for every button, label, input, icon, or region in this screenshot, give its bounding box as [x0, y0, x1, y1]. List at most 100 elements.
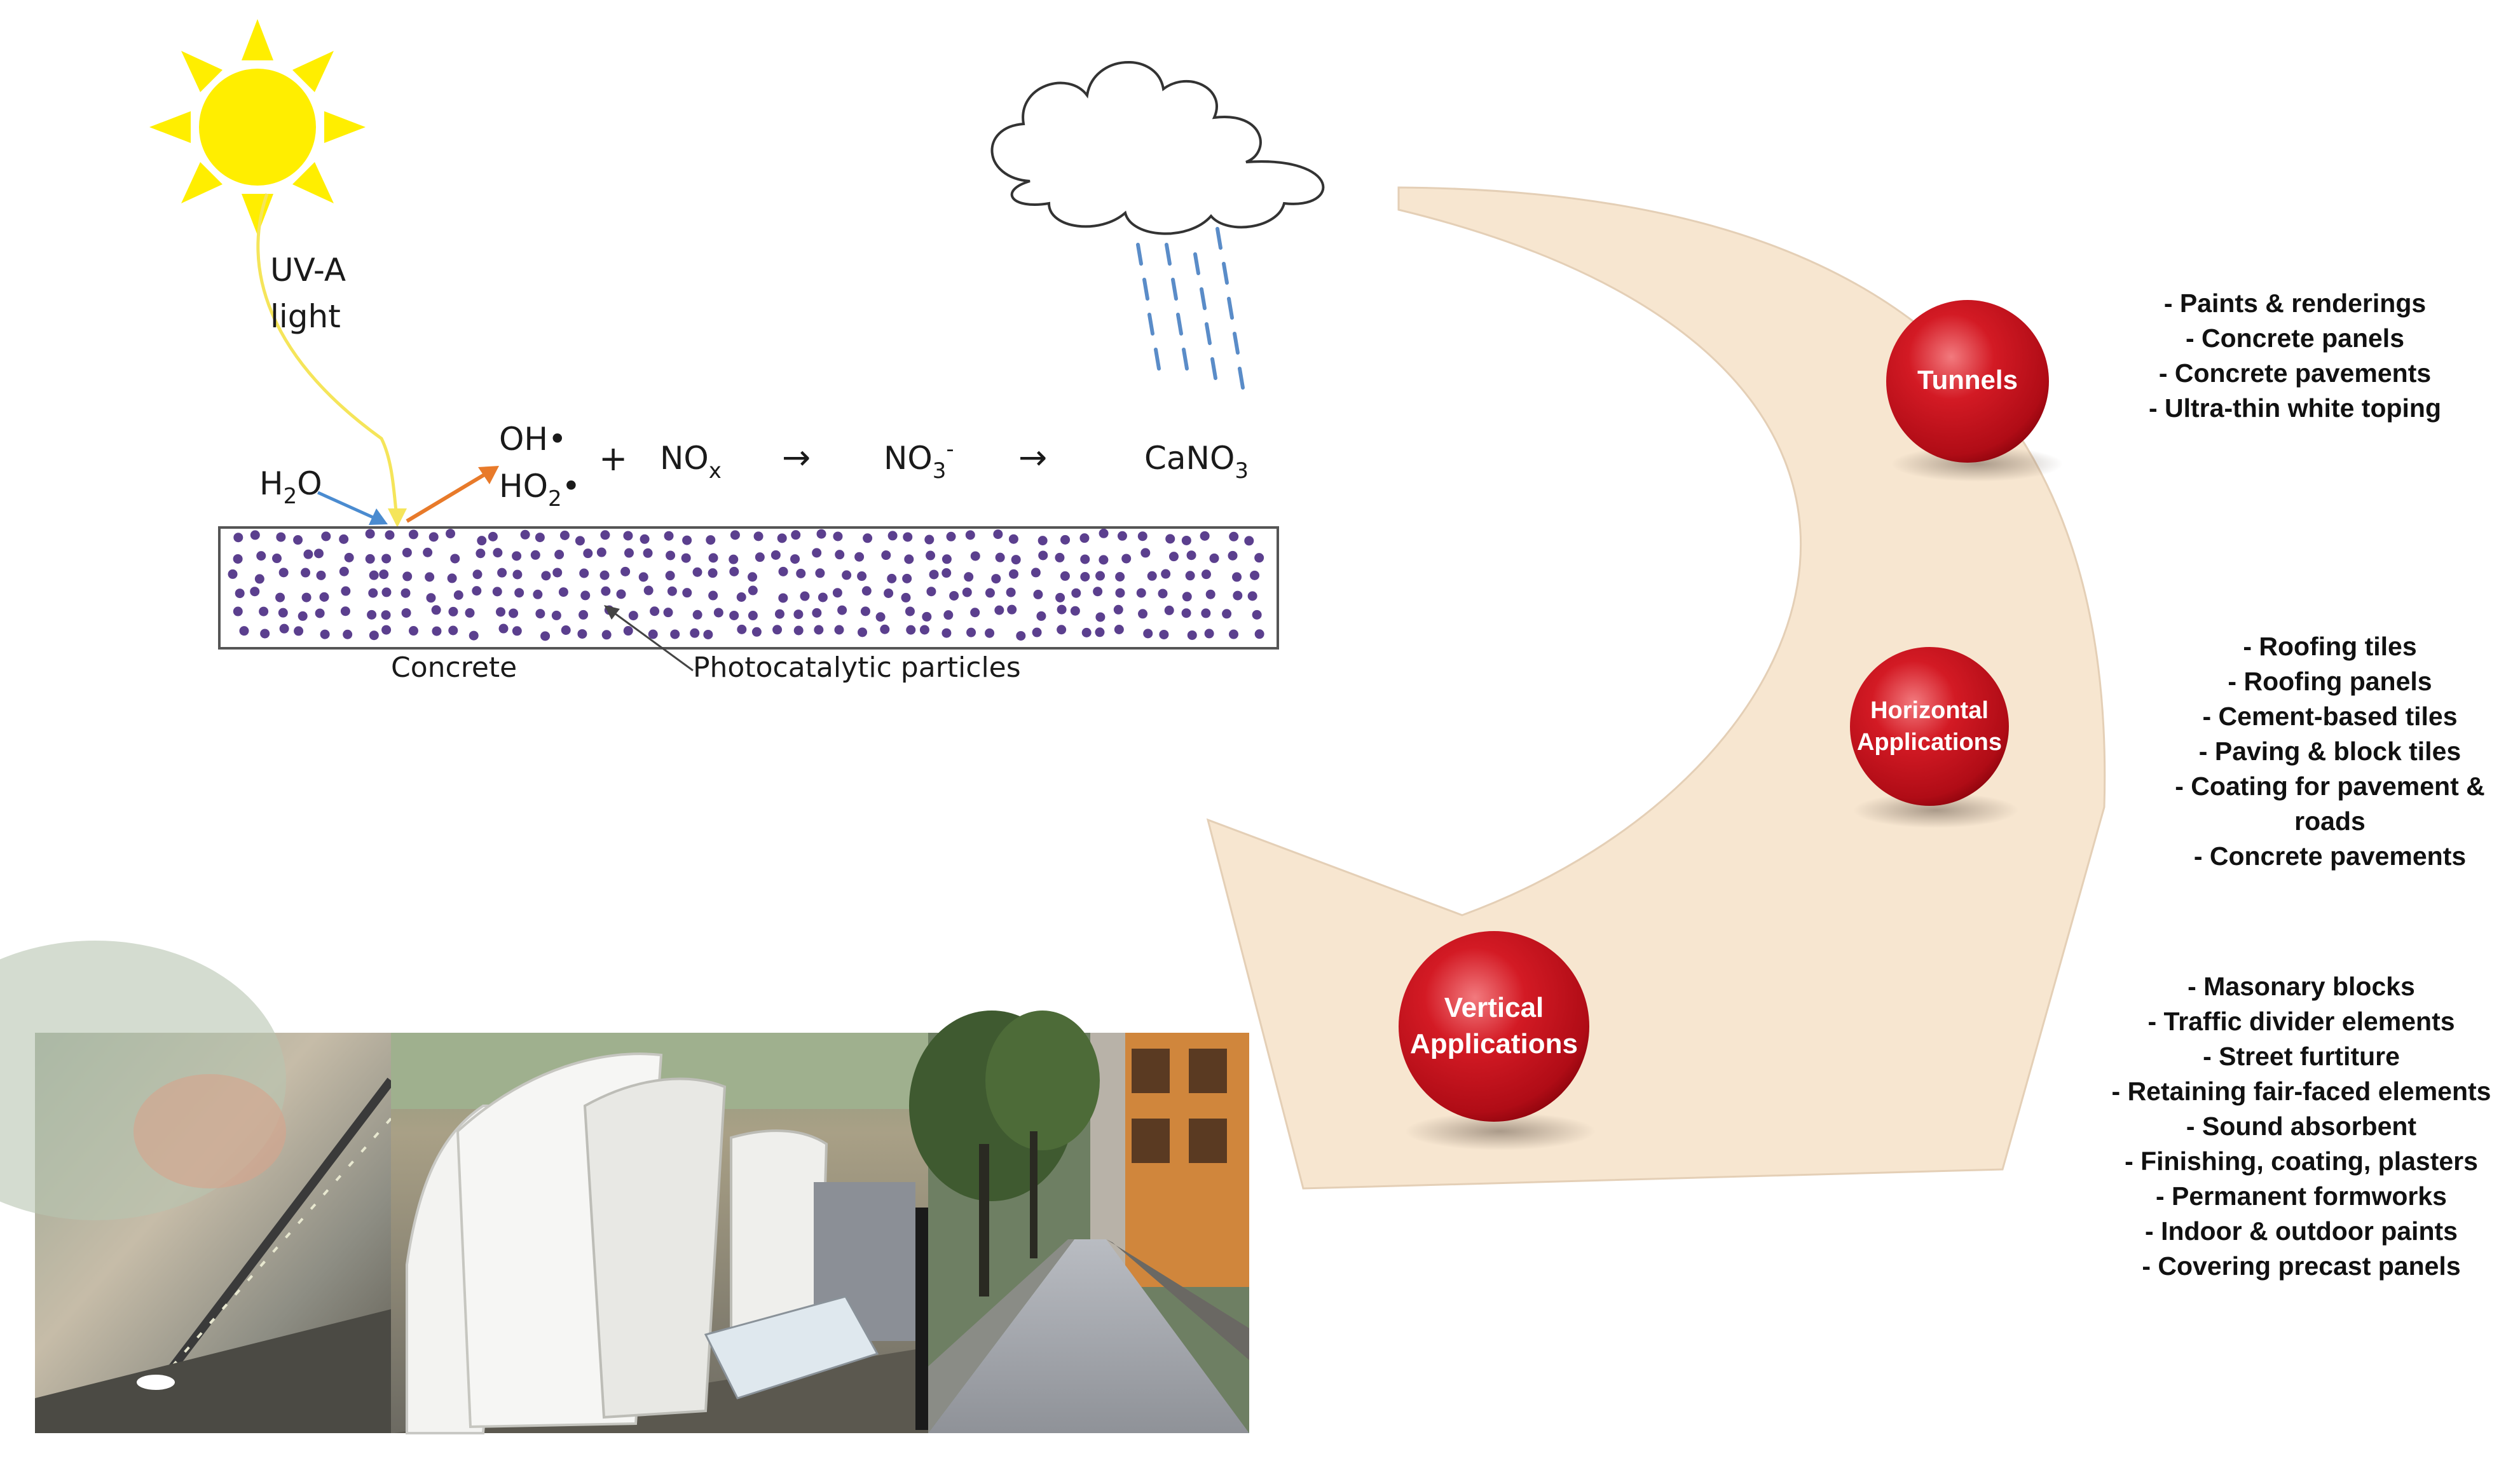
particle-dot	[428, 532, 439, 542]
photocatalytic-particles	[228, 528, 1264, 641]
particle-dot	[818, 592, 828, 602]
particle-dot	[812, 548, 822, 558]
list-item: - Concrete pavements	[2193, 841, 2467, 871]
particle-dot	[708, 553, 718, 563]
particle-dot	[1229, 531, 1239, 541]
particle-dot	[926, 550, 936, 561]
particle-dot	[1099, 528, 1109, 538]
list-item: - Roofing panels	[2228, 667, 2432, 696]
particle-dot	[970, 551, 980, 561]
particle-dot	[858, 627, 868, 637]
particle-dot	[579, 568, 589, 578]
particle-dot	[729, 554, 739, 564]
no3-label: NO3-	[884, 437, 954, 484]
particle-dot	[778, 593, 788, 603]
particle-dot	[772, 625, 783, 635]
particle-dot	[495, 607, 505, 617]
particle-dot	[426, 593, 436, 603]
particle-dot	[793, 625, 804, 636]
particle-dot	[1095, 627, 1105, 637]
concrete-label: Concrete	[391, 651, 517, 684]
particle-dot	[1185, 571, 1195, 581]
particle-dot	[616, 589, 626, 599]
stage-shadow	[1405, 1112, 1596, 1150]
particle-dot	[447, 573, 457, 583]
particle-dot	[793, 609, 804, 620]
particle-dot	[946, 531, 956, 541]
particle-dot	[1159, 629, 1169, 639]
uv-label-line2: light	[270, 298, 341, 335]
particle-dot	[235, 589, 245, 599]
particle-dot	[476, 548, 486, 559]
particle-dot	[552, 568, 563, 578]
particle-dot	[1008, 534, 1018, 544]
water-arrow	[317, 491, 383, 523]
particle-dot	[708, 590, 718, 601]
tunnels-applications-list: - Paints & renderings - Concrete panels …	[2130, 286, 2460, 426]
particle-dot	[1147, 571, 1157, 581]
particle-dot	[881, 550, 891, 561]
particle-dot	[905, 606, 915, 616]
list-item: - Paving & block tiles	[2198, 737, 2462, 766]
particle-dot	[993, 529, 1003, 540]
particle-dot	[1250, 570, 1260, 580]
particle-dot	[729, 566, 739, 576]
list-item: - Concrete panels	[2185, 323, 2405, 353]
particle-dot	[294, 626, 304, 636]
particle-dot	[835, 550, 845, 560]
particle-dot	[493, 548, 503, 558]
particle-dot	[381, 587, 392, 597]
list-item: - Concrete pavements	[2158, 358, 2432, 388]
particle-dot	[964, 572, 974, 582]
particle-dot	[1164, 605, 1174, 615]
particle-dot	[837, 605, 847, 615]
particle-dot	[887, 573, 897, 583]
particle-dot	[492, 587, 502, 597]
particle-dot	[1011, 555, 1021, 565]
particle-dot	[1060, 534, 1071, 545]
particle-dot	[1254, 553, 1264, 563]
particle-dot	[1143, 629, 1153, 639]
particle-dot	[520, 529, 530, 540]
particle-dot	[379, 569, 389, 580]
particle-dot	[319, 592, 329, 602]
particle-dot	[730, 530, 740, 540]
list-item: - Permanent formworks	[2156, 1181, 2447, 1211]
oh-radical: OH•	[499, 421, 566, 458]
particle-dot	[995, 552, 1005, 562]
particle-dot	[580, 590, 591, 601]
particle-dot	[887, 531, 898, 541]
cano3-label: CaNO3	[1144, 440, 1249, 484]
particle-dot	[663, 608, 673, 618]
particle-dot	[737, 624, 747, 634]
particle-dot	[1181, 608, 1191, 618]
particle-dot	[344, 552, 354, 562]
particle-dot	[278, 568, 289, 578]
particle-dot	[790, 554, 800, 564]
particle-dot	[863, 533, 873, 543]
particle-dot	[1032, 627, 1042, 637]
particle-dot	[1037, 536, 1048, 546]
particle-dot	[690, 628, 700, 638]
particle-dot	[884, 588, 894, 598]
reaction-arrow-1: →	[782, 437, 811, 477]
particle-dot	[472, 569, 483, 580]
particle-dot	[791, 530, 801, 540]
particle-dot	[667, 586, 677, 596]
particle-dot	[339, 566, 349, 576]
particle-dot	[1254, 629, 1264, 639]
particle-dot	[736, 592, 746, 602]
vertical-applications-list: - Masonary blocks - Traffic divider elem…	[2092, 969, 2511, 1284]
particle-dot	[748, 611, 758, 621]
particle-dot	[832, 588, 842, 598]
list-item: - Cement-based tiles	[2202, 702, 2458, 731]
particle-dot	[904, 554, 914, 564]
particle-dot	[812, 608, 822, 618]
particle-dot	[924, 534, 935, 545]
particle-dot	[1057, 604, 1067, 615]
cloud-icon	[990, 61, 1325, 235]
particle-dot	[664, 531, 674, 541]
particle-dot	[713, 608, 723, 618]
particle-dot	[1181, 535, 1191, 545]
